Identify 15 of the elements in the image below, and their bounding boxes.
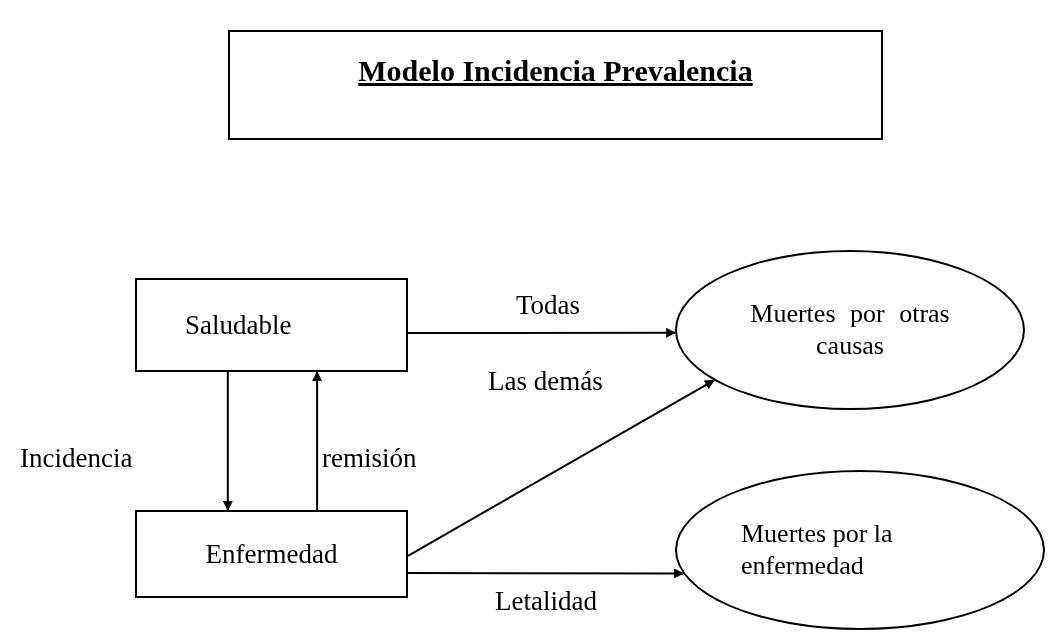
- ellipse-node: [675, 470, 1045, 630]
- arrow: [407, 379, 715, 557]
- arrow: [407, 568, 685, 579]
- ellipse-node: [675, 250, 1025, 410]
- node-label: Saludable: [185, 308, 292, 342]
- arrow: [312, 371, 323, 511]
- title-box: [228, 30, 883, 140]
- state-box: [135, 510, 408, 598]
- node-label: Muertes por otras causas: [749, 297, 951, 362]
- node-label: Enfermedad: [205, 537, 338, 571]
- arrow: [407, 327, 677, 338]
- arrow: [222, 371, 233, 511]
- node-label: Muertes por la enfermedad: [741, 517, 894, 582]
- title-text: Modelo Incidencia Prevalencia: [358, 53, 753, 89]
- state-box: [135, 278, 408, 372]
